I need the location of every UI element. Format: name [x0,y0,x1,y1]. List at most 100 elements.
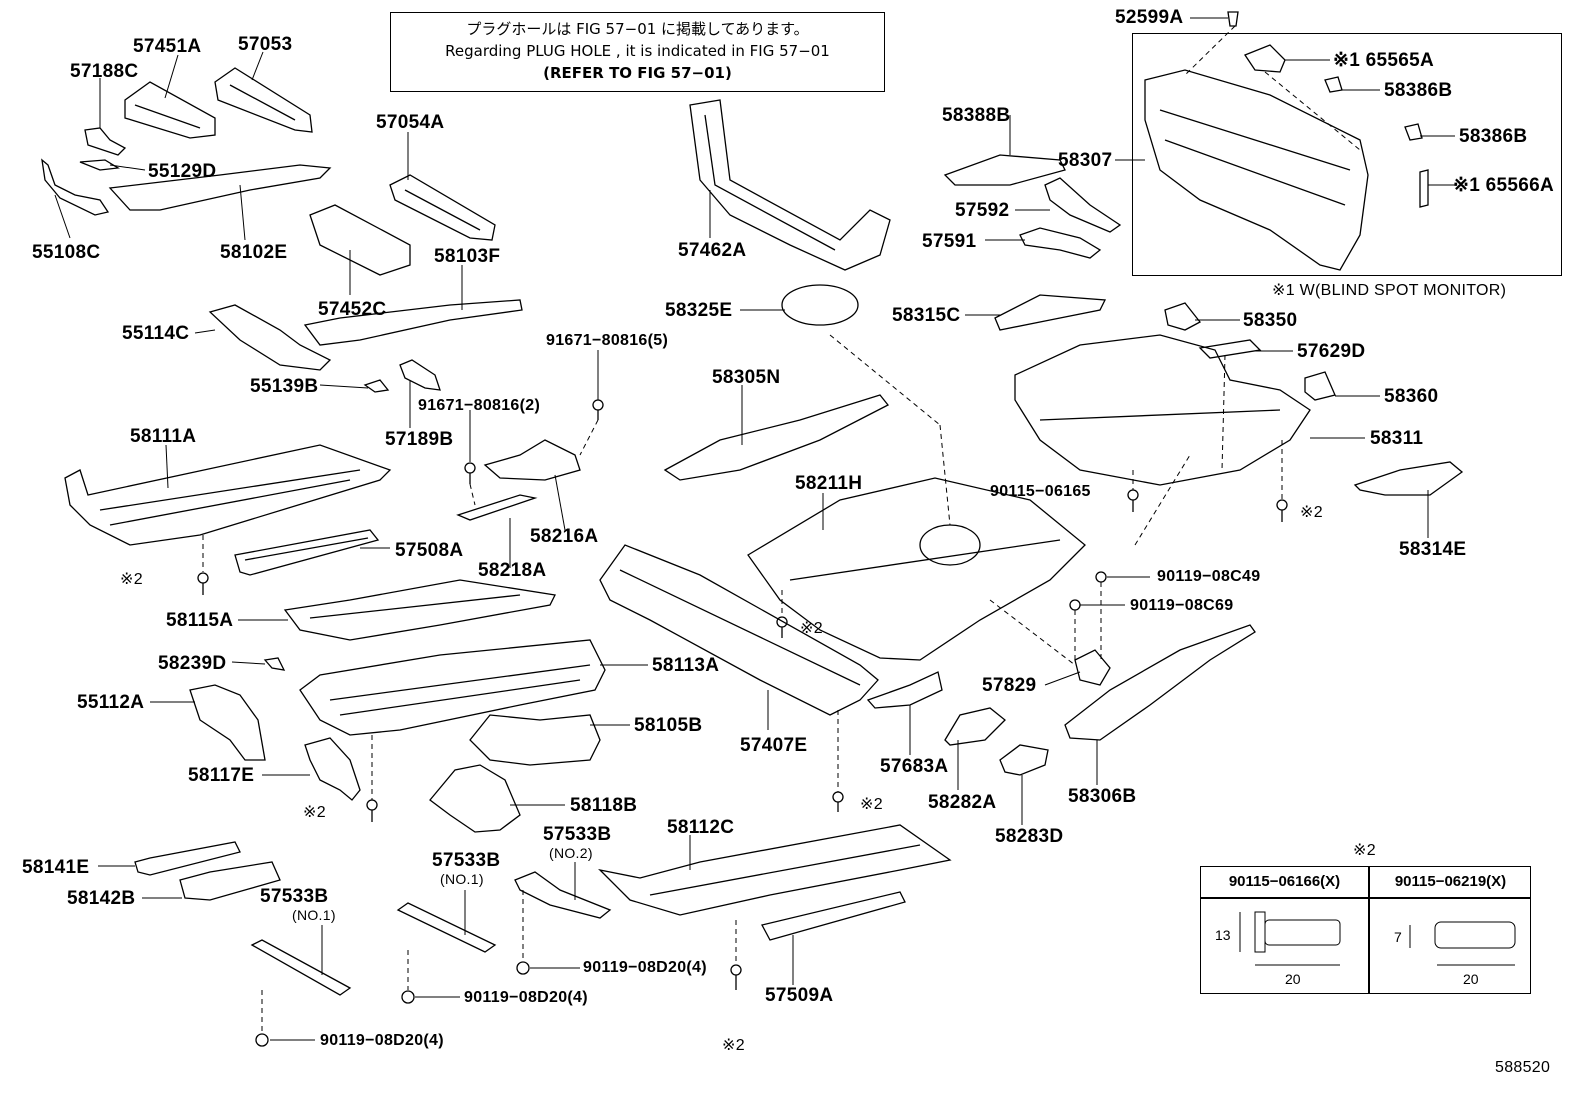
label-58113A[interactable]: 58113A [652,655,720,676]
note-marker-2: ※2 [1300,504,1323,521]
label-55112A[interactable]: 55112A [77,692,145,713]
label-57591[interactable]: 57591 [922,231,977,252]
label-58142B[interactable]: 58142B [67,888,136,909]
part-57533B-no1-a-drawing [250,939,352,996]
part-58360-drawing [1304,371,1336,401]
figure-number: 588520 [1495,1059,1551,1076]
part-65566A-drawing [1419,169,1429,208]
note-marker-2: ※2 [860,796,883,813]
label-58211H[interactable]: 58211H [795,473,863,494]
label-57829[interactable]: 57829 [982,675,1037,696]
table-col1-header: 90115−06166(X) [1228,873,1341,890]
label-52599A[interactable]: 52599A [1115,7,1184,28]
label-57533B-no2-sub: (NO.2) [549,845,593,861]
label-57533B-no1-b[interactable]: 57533B [432,850,501,871]
label-58388B[interactable]: 58388B [942,105,1011,126]
part-57683A-drawing [866,671,943,709]
label-58360[interactable]: 58360 [1384,386,1439,407]
label-58105B[interactable]: 58105B [634,715,703,736]
part-58283D-drawing [999,744,1049,776]
label-58314E[interactable]: 58314E [1399,539,1467,560]
part-58113A-drawing [299,639,606,736]
label-91671-80816-5[interactable]: 91671−80816(5) [546,332,669,349]
table-divider [1368,867,1370,993]
label-58111A[interactable]: 58111A [130,426,197,447]
label-57053[interactable]: 57053 [238,34,293,55]
label-58103F[interactable]: 58103F [434,246,501,267]
label-57452C[interactable]: 57452C [318,299,387,320]
label-58315C[interactable]: 58315C [892,305,961,326]
label-57508A[interactable]: 57508A [395,540,464,561]
part-55114C-drawing [208,304,332,371]
label-58112C[interactable]: 58112C [667,817,735,838]
label-58118B[interactable]: 58118B [570,795,638,816]
part-58112C-drawing [598,824,952,916]
label-57533B-no1-a[interactable]: 57533B [260,886,329,907]
label-90119-08D20-3[interactable]: 90119−08D20(4) [320,1032,444,1049]
label-91671-80816-2[interactable]: 91671−80816(2) [418,397,541,414]
label-58117E[interactable]: 58117E [188,765,255,786]
label-55139B[interactable]: 55139B [250,376,319,397]
label-55129D[interactable]: 55129D [148,161,217,182]
label-90119-08D20-1[interactable]: 90119−08D20(4) [583,959,707,976]
part-58111A-drawing [64,444,392,546]
part-58216A-drawing [483,439,581,481]
note-marker-2: ※2 [120,571,143,588]
table-col2-header: 90115−06219(X) [1394,873,1507,890]
part-57509A-drawing [761,891,906,941]
part-58102E-drawing [108,164,332,211]
part-57189B-drawing [399,359,441,391]
label-58239D[interactable]: 58239D [158,653,227,674]
label-90119-08D20-2[interactable]: 90119−08D20(4) [464,989,588,1006]
label-58115A[interactable]: 58115A [166,610,234,631]
dim-height-1: 13 [1215,927,1231,943]
label-65565A[interactable]: ※1 65565A [1333,50,1435,71]
label-55108C[interactable]: 55108C [32,242,101,263]
label-58141E[interactable]: 58141E [22,857,90,878]
blind-spot-inset [1132,33,1562,276]
part-57508A-drawing [234,529,380,576]
label-58102E[interactable]: 58102E [220,242,288,263]
label-57189B[interactable]: 57189B [385,429,454,450]
label-58386B-1[interactable]: 58386B [1384,80,1453,101]
label-58307[interactable]: 58307 [1058,150,1113,171]
label-90119-08C69[interactable]: 90119−08C69 [1130,597,1234,614]
label-57592[interactable]: 57592 [955,200,1010,221]
part-58141E-drawing [134,841,241,876]
part-58388B-drawing [943,154,1066,186]
part-57452C-drawing [309,204,411,276]
label-58218A[interactable]: 58218A [478,560,547,581]
label-57683A[interactable]: 57683A [880,756,949,777]
part-57053-drawing [214,67,313,133]
table-bolt-drawings [1239,911,1516,966]
label-58311[interactable]: 58311 [1370,428,1424,449]
label-58325E[interactable]: 58325E [665,300,733,321]
part-58314E-drawing [1353,461,1464,496]
label-57188C[interactable]: 57188C [70,61,139,82]
label-90119-08C49[interactable]: 90119−08C49 [1157,568,1261,585]
inset-footnote: ※1 W(BLIND SPOT MONITOR) [1272,282,1507,299]
label-58282A[interactable]: 58282A [928,792,997,813]
label-58305N[interactable]: 58305N [712,367,781,388]
label-57509A[interactable]: 57509A [765,985,834,1006]
part-58305N-drawing [663,394,890,481]
label-57533B-no2[interactable]: 57533B [543,824,612,845]
label-58386B-2[interactable]: 58386B [1459,126,1528,147]
label-57629D[interactable]: 57629D [1297,341,1366,362]
label-57462A[interactable]: 57462A [678,240,747,261]
dim-length-1: 20 [1285,971,1301,987]
label-58350[interactable]: 58350 [1243,310,1298,331]
label-58283D[interactable]: 58283D [995,826,1064,847]
label-57451A[interactable]: 57451A [133,36,202,57]
dim-length-2: 20 [1463,971,1479,987]
part-58307-drawing [1144,69,1369,271]
label-57054A[interactable]: 57054A [376,112,445,133]
label-57533B-no1-b-sub: (NO.1) [440,871,484,887]
label-58216A[interactable]: 58216A [530,526,599,547]
dim-height-2: 7 [1394,929,1402,945]
label-90115-06165[interactable]: 90115−06165 [990,483,1091,500]
label-65566A[interactable]: ※1 65566A [1453,175,1555,196]
label-57407E[interactable]: 57407E [740,735,808,756]
label-58306B[interactable]: 58306B [1068,786,1137,807]
label-55114C[interactable]: 55114C [122,323,190,344]
